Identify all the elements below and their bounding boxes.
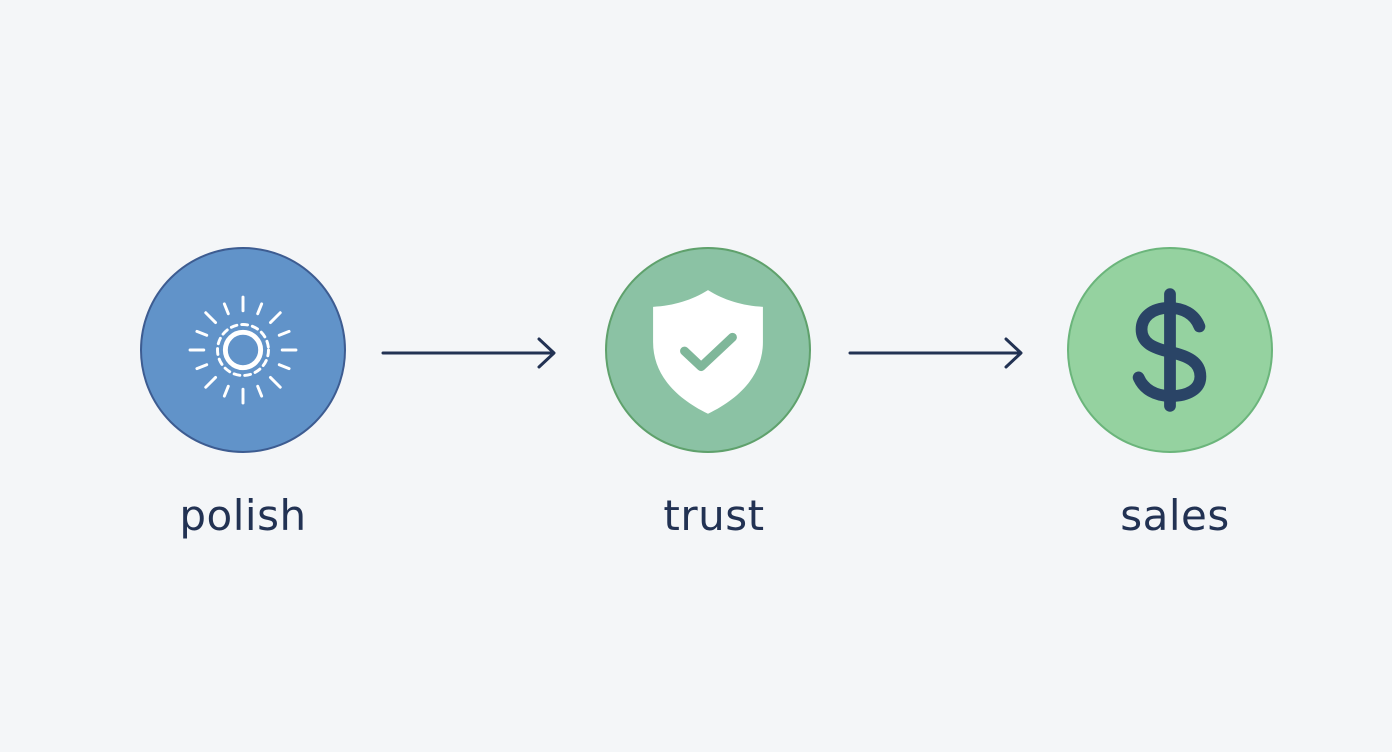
sparkle-gear-icon — [188, 295, 298, 405]
dollar-sign-icon — [1132, 288, 1207, 412]
arrow-right-icon — [381, 337, 556, 369]
trust-node — [605, 247, 811, 453]
polish-label: polish — [179, 491, 307, 540]
arrow-right-icon — [848, 337, 1023, 369]
sales-node — [1067, 247, 1273, 453]
sales-label: sales — [1120, 491, 1230, 540]
shield-check-icon — [653, 290, 763, 414]
polish-node — [140, 247, 346, 453]
trust-label: trust — [663, 491, 765, 540]
